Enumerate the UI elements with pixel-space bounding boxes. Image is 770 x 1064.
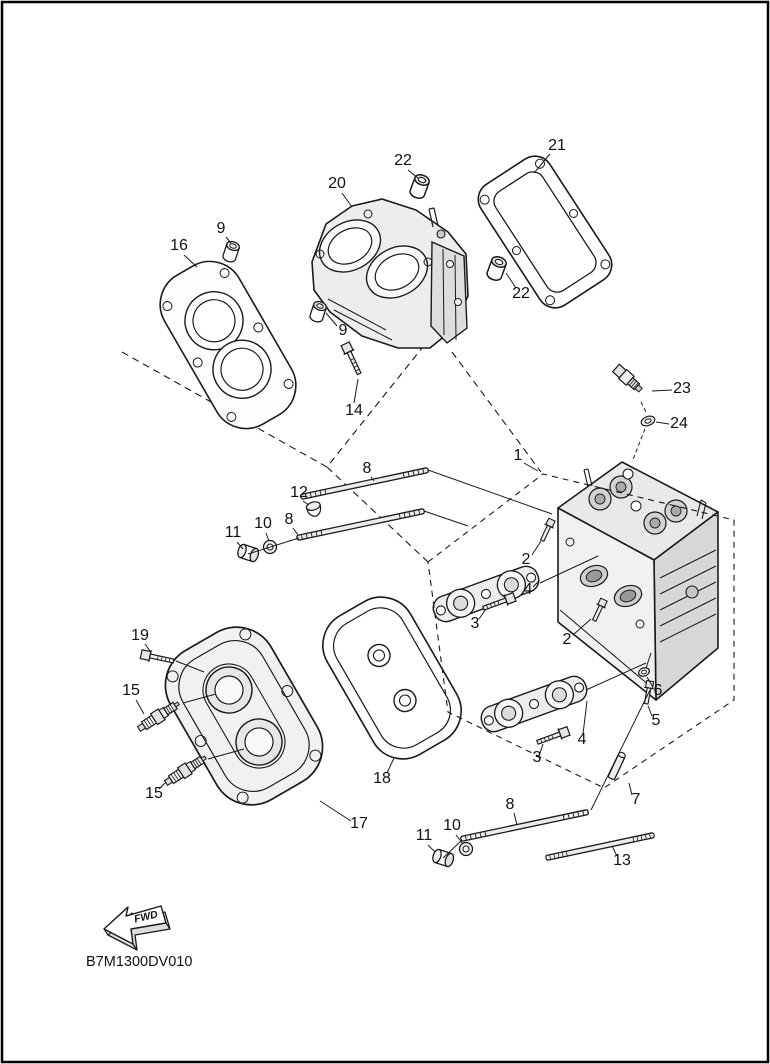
callout-label-8: 8 [506, 796, 515, 813]
callout-label-7: 7 [632, 791, 641, 808]
sensor-axis-dashed [631, 401, 648, 463]
callout-label-10: 10 [443, 817, 461, 834]
part-washer-24 [640, 415, 656, 427]
callout-label-22: 22 [512, 285, 530, 302]
callout-label-14: 14 [345, 402, 363, 419]
part-head-gasket-16 [159, 260, 297, 430]
callout-leader-11 [427, 844, 436, 853]
part-cylinder-block-20 [311, 198, 469, 349]
callout-leader-22 [407, 169, 419, 179]
callout-label-3: 3 [533, 749, 542, 766]
callout-label-11: 11 [416, 827, 433, 844]
callout-leader-9 [225, 236, 232, 244]
callout-leader-19 [144, 643, 151, 652]
callout-leader-3 [478, 608, 487, 620]
callout-leader-10 [455, 834, 464, 845]
part-washer-6 [638, 667, 650, 677]
callout-leader-14 [353, 378, 359, 404]
callout-label-24: 24 [670, 415, 688, 432]
callout-label-9: 9 [339, 322, 348, 339]
callout-label-8: 8 [363, 460, 372, 477]
callout-leader-12 [302, 500, 310, 506]
callout-leader-22 [505, 272, 517, 289]
callout-label-19: 19 [131, 627, 149, 644]
callout-label-4: 4 [578, 731, 587, 748]
part-cover-gasket-18 [322, 596, 462, 760]
callout-label-17: 17 [350, 815, 368, 832]
callout-label-22: 22 [394, 152, 412, 169]
callouts-layer: 2221209162291423241812810112432191515654… [122, 137, 691, 869]
callout-leader-8 [292, 527, 299, 536]
callout-leader-23 [651, 389, 673, 392]
callout-label-12: 12 [290, 484, 308, 501]
callout-label-10: 10 [254, 515, 272, 532]
assembly-box-dashed [427, 473, 735, 789]
callout-label-20: 20 [328, 175, 346, 192]
callout-leader-3 [539, 743, 544, 754]
callout-leader-4 [582, 700, 588, 735]
callout-leader-21 [533, 153, 551, 174]
callout-leader-4 [532, 580, 540, 588]
callout-label-8: 8 [285, 511, 294, 528]
callout-label-11: 11 [225, 524, 242, 541]
callout-leader-2 [572, 618, 592, 636]
callout-label-5: 5 [652, 712, 661, 729]
callout-leader-9 [325, 312, 338, 327]
fwd-label: FWD [133, 908, 159, 925]
callout-label-21: 21 [548, 137, 566, 154]
part-sensor-23 [611, 363, 643, 393]
callout-leader-8 [370, 476, 375, 482]
part-washer-10b [458, 841, 474, 857]
fwd-arrow-icon: FWD [103, 905, 171, 951]
callout-leader-18 [386, 757, 395, 774]
callout-leader-5 [647, 705, 653, 717]
callout-label-2: 2 [563, 631, 572, 648]
callout-leader-16 [183, 254, 198, 268]
callout-leader-2 [531, 540, 542, 556]
callout-leader-1 [523, 462, 539, 472]
callout-leader-7 [628, 782, 633, 796]
callout-label-15: 15 [122, 682, 140, 699]
callout-leader-15 [158, 781, 167, 790]
callout-label-3: 3 [471, 615, 480, 632]
construction-lines [121, 337, 542, 563]
callout-leader-20 [341, 192, 353, 208]
callout-label-9: 9 [217, 220, 226, 237]
callout-leader-24 [655, 421, 670, 425]
part-cylinder-head-1 [557, 461, 719, 701]
callout-label-18: 18 [373, 770, 391, 787]
callout-label-6: 6 [654, 682, 663, 699]
callout-leader-13 [611, 845, 618, 857]
diagram-code: B7M1300DV010 [86, 954, 192, 970]
callout-leader-10 [265, 532, 270, 542]
callout-label-15: 15 [145, 785, 163, 802]
callout-leader-6 [646, 676, 654, 688]
callout-label-13: 13 [613, 852, 631, 869]
callout-leader-8 [513, 812, 518, 826]
callout-leader-15 [135, 699, 145, 715]
callout-leader-11 [236, 541, 244, 550]
callout-label-2: 2 [522, 551, 531, 568]
callout-label-16: 16 [170, 237, 188, 254]
callout-leader-17 [319, 800, 352, 822]
assembly-axis-lines [175, 469, 652, 859]
part-valve-cover-17 [164, 626, 324, 806]
callout-label-4: 4 [524, 581, 533, 598]
callout-label-1: 1 [514, 447, 523, 464]
callout-label-23: 23 [673, 380, 691, 397]
